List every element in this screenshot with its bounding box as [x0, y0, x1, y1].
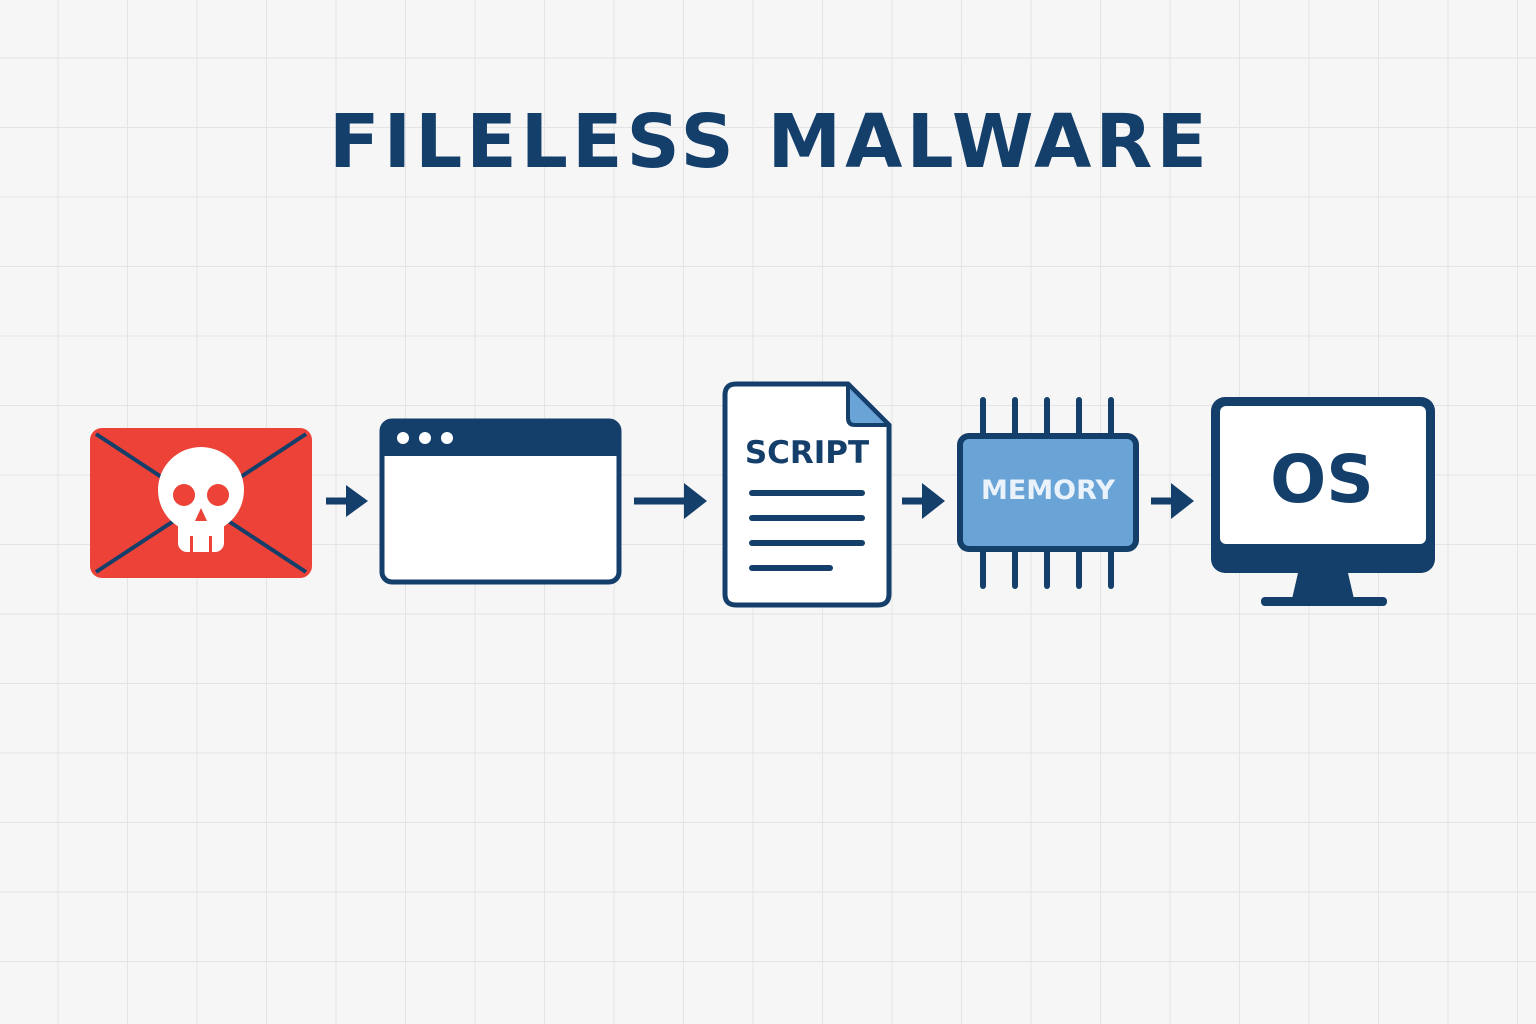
arrow-right-icon [902, 483, 945, 519]
monitor-icon: OS [1211, 397, 1435, 606]
monitor-base [1261, 597, 1387, 606]
chip-pins-top [980, 397, 1114, 439]
browser-dot [419, 432, 431, 444]
monitor-screen [1220, 406, 1426, 544]
script-document-icon: SCRIPT [722, 381, 892, 608]
browser-dot [441, 432, 453, 444]
malicious-email-icon [90, 428, 312, 578]
script-label: SCRIPT [745, 435, 869, 471]
arrow-right-icon [1151, 483, 1194, 519]
skull-icon [158, 447, 244, 552]
arrow-right-icon [326, 485, 368, 517]
document-fold [846, 382, 891, 427]
monitor-stand [1292, 573, 1354, 599]
browser-dot [397, 432, 409, 444]
arrow-right-icon [634, 483, 707, 519]
browser-window-icon [379, 418, 622, 585]
diagram-title: FILELESS MALWARE [329, 99, 1211, 185]
memory-chip-icon: MEMORY [957, 397, 1139, 589]
chip-body [957, 433, 1139, 552]
memory-label: MEMORY [981, 475, 1115, 506]
chip-pins-bottom [980, 546, 1114, 589]
os-label: OS [1270, 441, 1374, 518]
